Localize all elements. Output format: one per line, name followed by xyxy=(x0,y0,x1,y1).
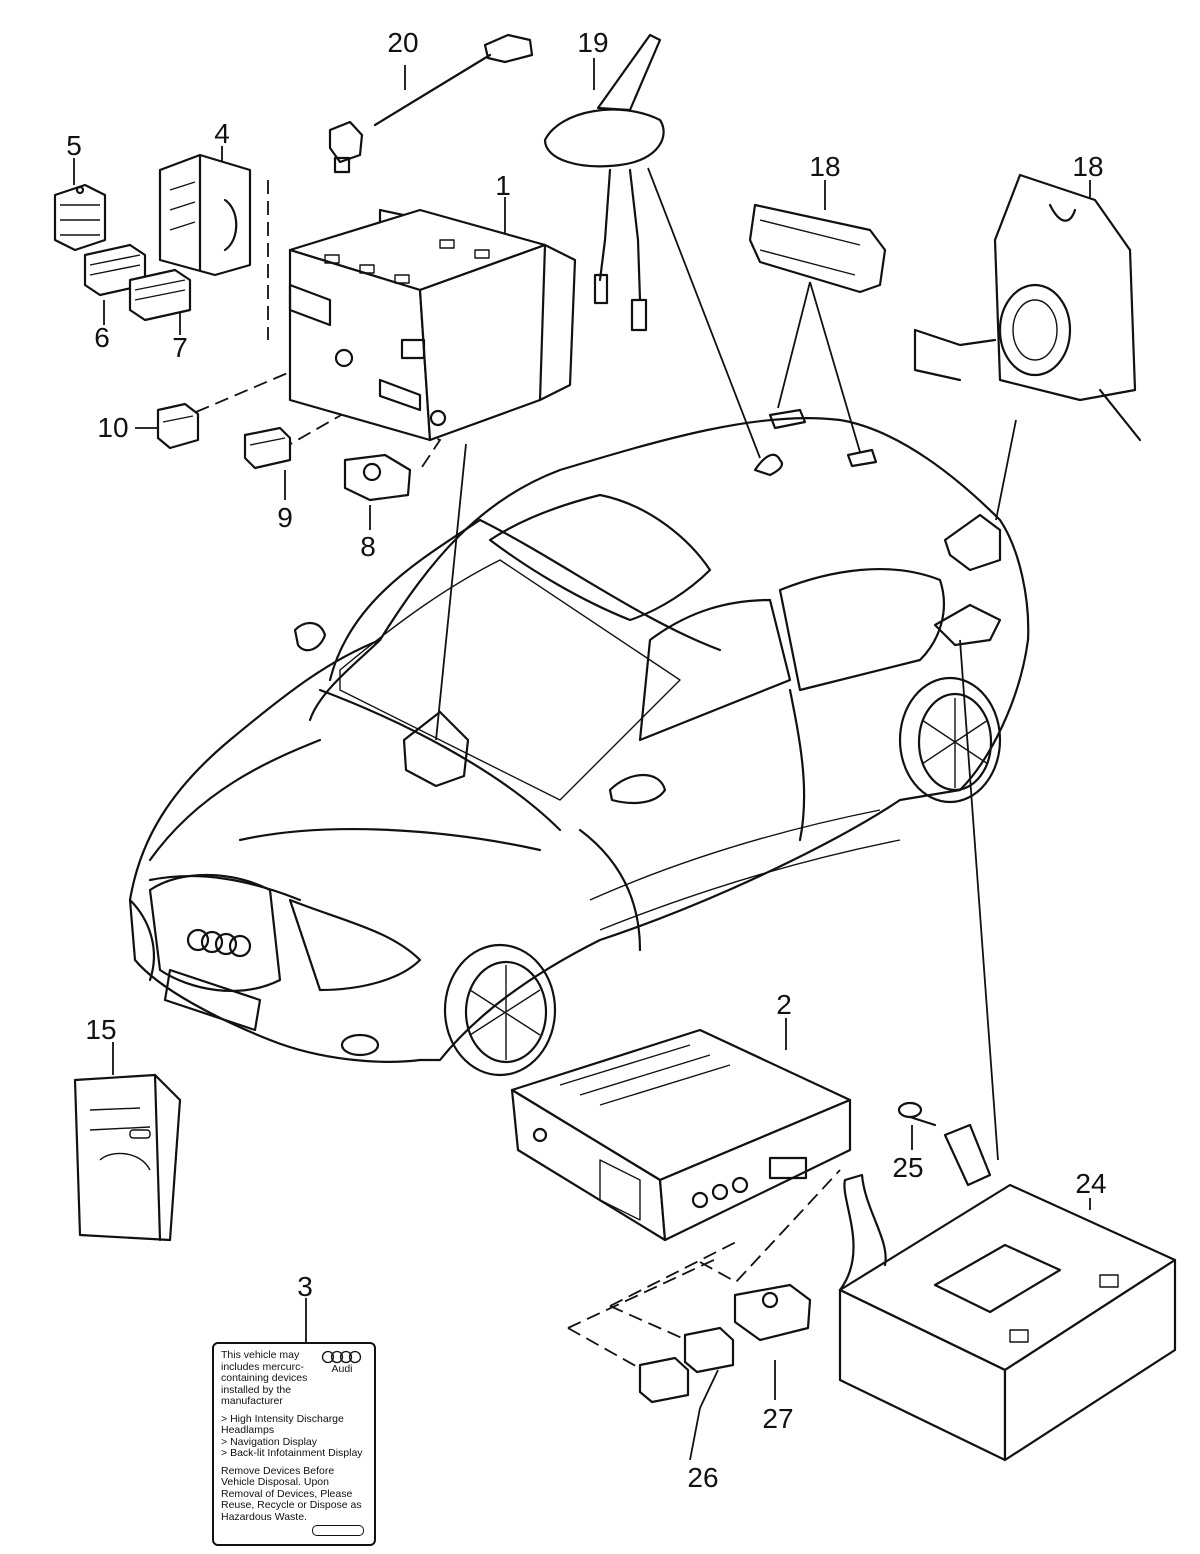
label-device-list: High Intensity Discharge Headlamps Navig… xyxy=(221,1413,368,1460)
part-4-connector-housing xyxy=(158,153,252,277)
part-24-mounting-bracket xyxy=(838,1123,1177,1462)
part-20-antenna-cable xyxy=(328,33,534,174)
callout-numbers: 1 2 3 4 5 6 7 8 9 10 15 18 18 19 20 24 2… xyxy=(66,27,1106,1493)
part-8-bracket xyxy=(343,453,412,502)
label-device-item: Back-lit Infotainment Display xyxy=(221,1447,368,1460)
callout-4: 4 xyxy=(214,118,230,149)
part-1-display-housing xyxy=(288,208,577,442)
part-19-roof-antenna xyxy=(543,33,665,332)
label-bar xyxy=(312,1525,364,1536)
audi-rings-grille xyxy=(186,928,252,958)
part-26-connectors xyxy=(638,1326,735,1404)
label-intro-text: This vehicle may includes mercurc-contai… xyxy=(221,1349,308,1407)
part-7-connector xyxy=(128,268,192,322)
label-device-item: Navigation Display xyxy=(221,1436,368,1449)
leader-lines xyxy=(73,58,1091,1461)
callout-18-speaker: 18 xyxy=(1072,151,1103,182)
part-10-connector xyxy=(156,402,200,450)
label-logo: Audi xyxy=(318,1350,366,1376)
part-15-booklet xyxy=(73,1073,182,1242)
callout-2: 2 xyxy=(776,989,792,1020)
callout-26: 26 xyxy=(687,1462,718,1493)
part-5-connector xyxy=(53,183,107,252)
callout-15: 15 xyxy=(85,1014,116,1045)
callout-19: 19 xyxy=(577,27,608,58)
callout-1: 1 xyxy=(495,170,511,201)
callout-27: 27 xyxy=(762,1403,793,1434)
label-disposal-text: Remove Devices Before Vehicle Disposal. … xyxy=(221,1464,362,1523)
callout-24: 24 xyxy=(1075,1168,1106,1199)
part-25-screw xyxy=(897,1101,937,1127)
part-9-connector xyxy=(243,426,292,470)
part-18-module-a xyxy=(748,203,887,294)
audi-rings-logo-icon xyxy=(321,1350,362,1364)
callout-20: 20 xyxy=(387,27,418,58)
callout-6: 6 xyxy=(94,322,110,353)
part-27-connector xyxy=(733,1283,812,1342)
part-2-radio-module xyxy=(510,1028,852,1242)
label-device-item: High Intensity Discharge Headlamps xyxy=(221,1413,368,1437)
callout-5: 5 xyxy=(66,130,82,161)
callout-10: 10 xyxy=(97,412,128,443)
callout-9: 9 xyxy=(277,502,293,533)
vehicle-illustration xyxy=(128,408,1030,1077)
callout-18-module: 18 xyxy=(809,151,840,182)
callout-25: 25 xyxy=(892,1152,923,1183)
label-brand: Audi xyxy=(331,1363,353,1375)
callout-3: 3 xyxy=(297,1271,313,1302)
part-18-speaker-module xyxy=(913,173,1142,442)
part-3-warning-label: Audi This vehicle may includes mercurc-c… xyxy=(212,1342,376,1546)
callout-7: 7 xyxy=(172,332,188,363)
callout-8: 8 xyxy=(360,531,376,562)
